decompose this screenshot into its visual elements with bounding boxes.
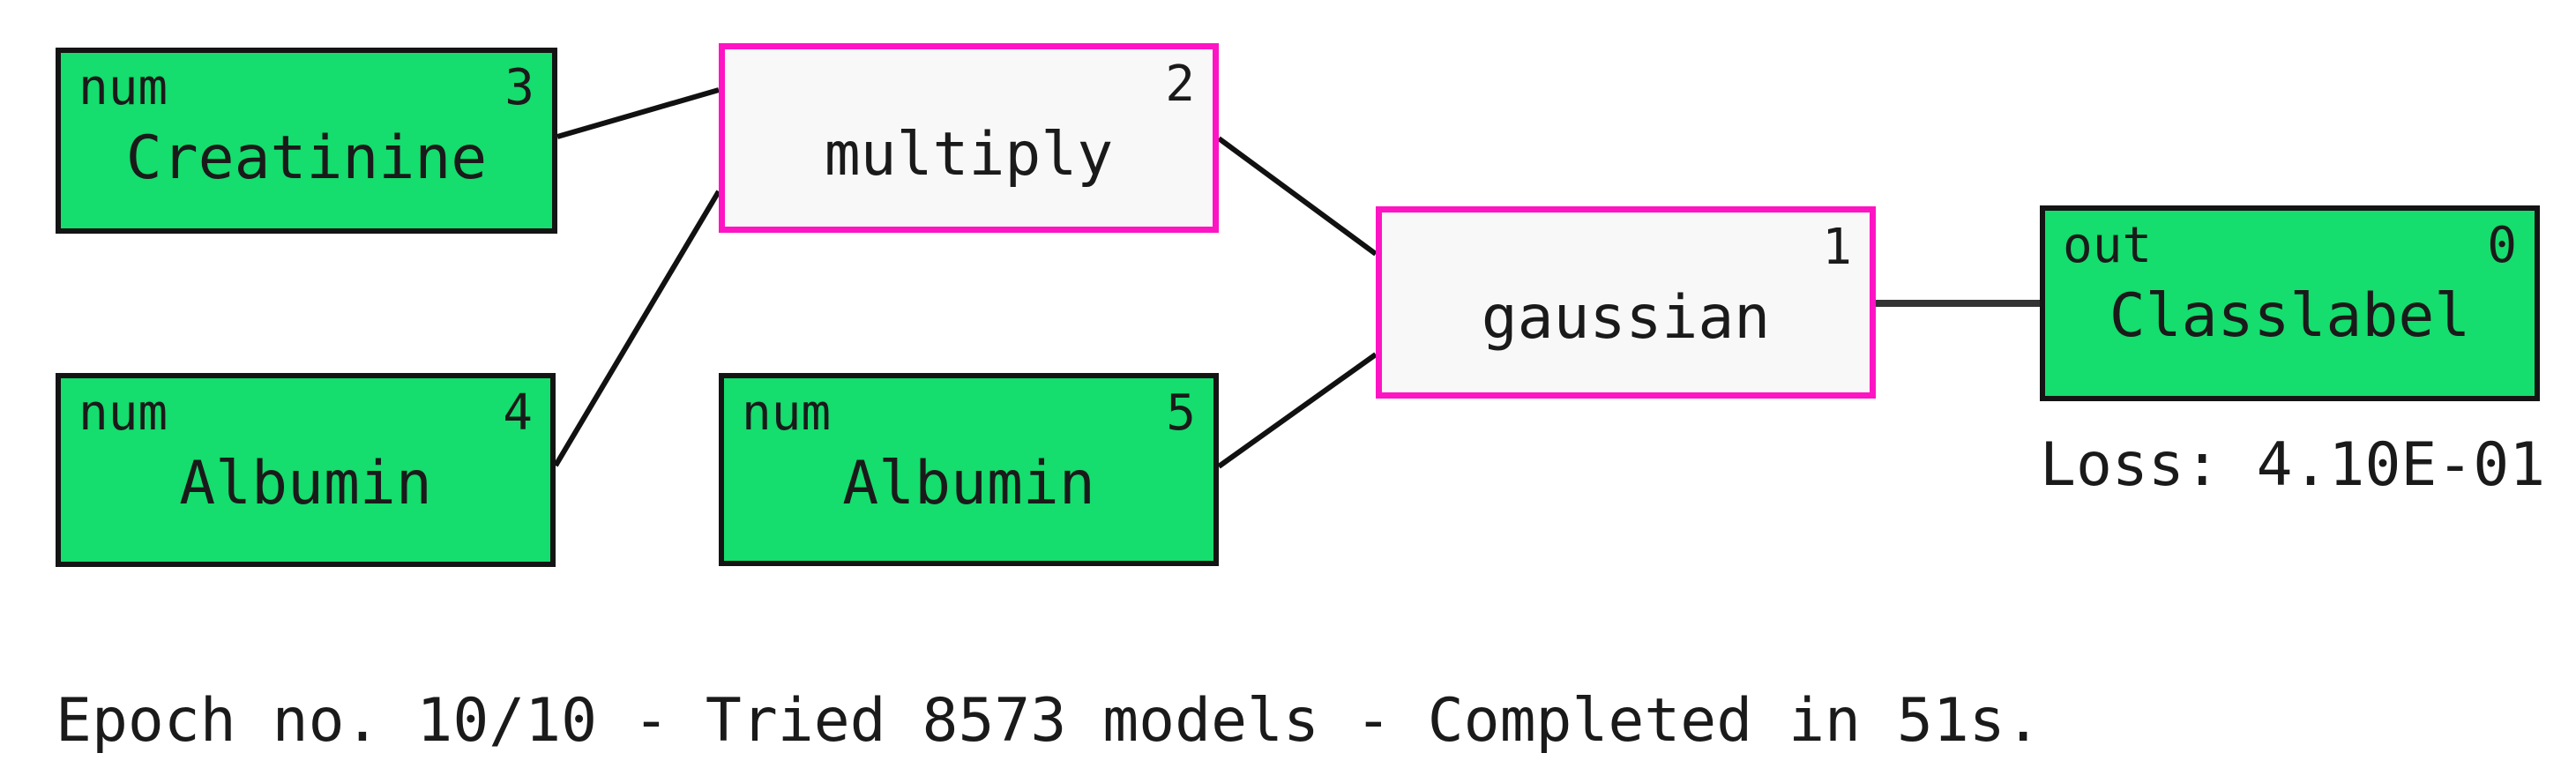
node-multiply: 2 multiply [719,43,1219,233]
node-index-label: 3 [504,59,534,116]
node-header: num 5 [742,389,1196,438]
edge-albumin5-to-gaussian [1217,352,1378,469]
node-kind-label: num [78,384,168,442]
node-name-label: gaussian [1481,283,1771,353]
node-kind-label: num [78,59,168,116]
node-index-label: 1 [1822,219,1852,276]
node-name-label: Creatinine [125,123,488,193]
node-index-label: 2 [1165,56,1195,113]
node-index-label: 4 [503,384,533,442]
edge-albumin4-to-multiply [553,190,721,467]
node-name-label: Albumin [179,449,432,518]
epoch-status-line: Epoch no. 10/10 - Tried 8573 models - Co… [56,686,2042,756]
node-creatinine: num 3 Creatinine [56,48,557,234]
node-header: 2 [743,60,1195,109]
node-header: num 4 [78,389,533,438]
node-albumin-5: num 5 Albumin [719,373,1219,566]
node-albumin-4: num 4 Albumin [56,373,556,567]
edge-multiply-to-gaussian [1217,136,1378,257]
edge-creatinine-to-multiply [556,87,720,139]
node-index-label: 0 [2487,217,2517,274]
node-index-label: 5 [1166,384,1196,442]
node-header: num 3 [78,63,534,113]
node-classlabel: out 0 Classlabel [2040,205,2540,401]
node-name-label: Albumin [842,449,1095,518]
node-gaussian: 1 gaussian [1376,206,1876,399]
node-kind-label: num [742,384,832,442]
loss-readout: Loss: 4.10E-01 [2040,430,2546,500]
node-name-label: multiply [824,120,1114,190]
node-header: 1 [1400,223,1852,272]
node-header: out 0 [2063,221,2517,271]
node-name-label: Classlabel [2109,281,2471,351]
node-kind-label: out [2063,217,2153,274]
